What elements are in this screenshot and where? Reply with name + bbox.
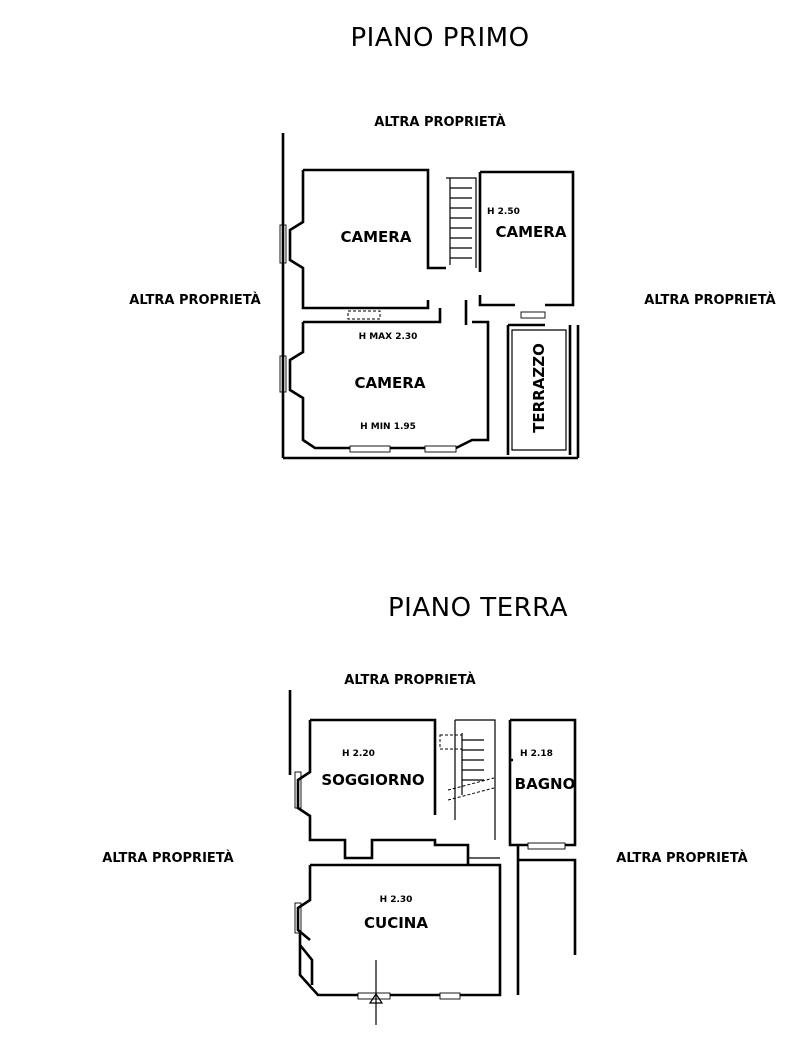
room-cucina: CUCINA	[364, 914, 428, 932]
ground-floor-neighbor-left: ALTRA PROPRIETÀ	[102, 850, 233, 866]
ground-floor-windows	[294, 771, 566, 1000]
first-floor-neighbor-left: ALTRA PROPRIETÀ	[129, 292, 260, 308]
room-terrazzo: TERRAZZO	[530, 343, 548, 433]
room-bagno: BAGNO	[515, 775, 576, 793]
ground-floor-neighbor-right: ALTRA PROPRIETÀ	[616, 850, 747, 866]
ground-floor-neighbor-top: ALTRA PROPRIETÀ	[344, 672, 475, 688]
first-floor-neighbor-right: ALTRA PROPRIETÀ	[644, 292, 775, 308]
height-camera-bottom-min: H MIN 1.95	[360, 422, 416, 432]
ground-floor-walls	[288, 690, 577, 997]
height-camera-bottom-max: H MAX 2.30	[359, 332, 418, 342]
room-camera-top-right: CAMERA	[496, 223, 567, 241]
first-floor-walls	[281, 133, 580, 460]
first-floor-beam-dashed	[347, 310, 381, 320]
ground-floor-stairs	[439, 733, 495, 801]
height-bagno: H 2.18	[520, 749, 553, 759]
room-camera-bottom: CAMERA	[355, 374, 426, 392]
first-floor-windows	[279, 224, 546, 453]
height-camera-top-right: H 2.50	[487, 207, 520, 217]
first-floor-title: PIANO PRIMO	[350, 23, 529, 53]
first-floor-plan: PIANO PRIMO ALTRA PROPRIETÀ ALTRA PROPRI…	[129, 23, 776, 460]
height-cucina: H 2.30	[380, 895, 413, 905]
ground-floor-title: PIANO TERRA	[388, 593, 568, 623]
height-soggiorno: H 2.20	[342, 749, 375, 759]
room-camera-top-left: CAMERA	[341, 228, 412, 246]
room-soggiorno: SOGGIORNO	[321, 771, 424, 789]
first-floor-neighbor-top: ALTRA PROPRIETÀ	[374, 114, 505, 130]
first-floor-stairs	[449, 178, 472, 265]
ground-floor-plan: PIANO TERRA ALTRA PROPRIETÀ ALTRA PROPRI…	[102, 593, 748, 1025]
entrance-arrow-icon	[368, 960, 384, 1025]
